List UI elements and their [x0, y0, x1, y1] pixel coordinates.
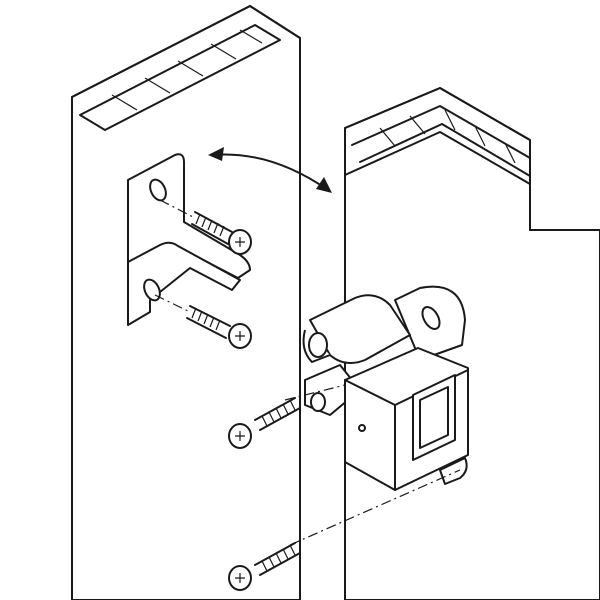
left-panel-hatching [111, 29, 263, 111]
roller-latch [302, 285, 469, 491]
strike-plate [127, 153, 251, 326]
screw-lower-right [228, 469, 461, 591]
left-panel [71, 5, 301, 600]
screw-upper-right [228, 384, 346, 449]
right-panel-hatching [379, 109, 516, 164]
double-headed-curved-arrow-icon [208, 147, 332, 193]
screw-lower-left [154, 294, 252, 349]
screw-upper-left [159, 199, 252, 255]
